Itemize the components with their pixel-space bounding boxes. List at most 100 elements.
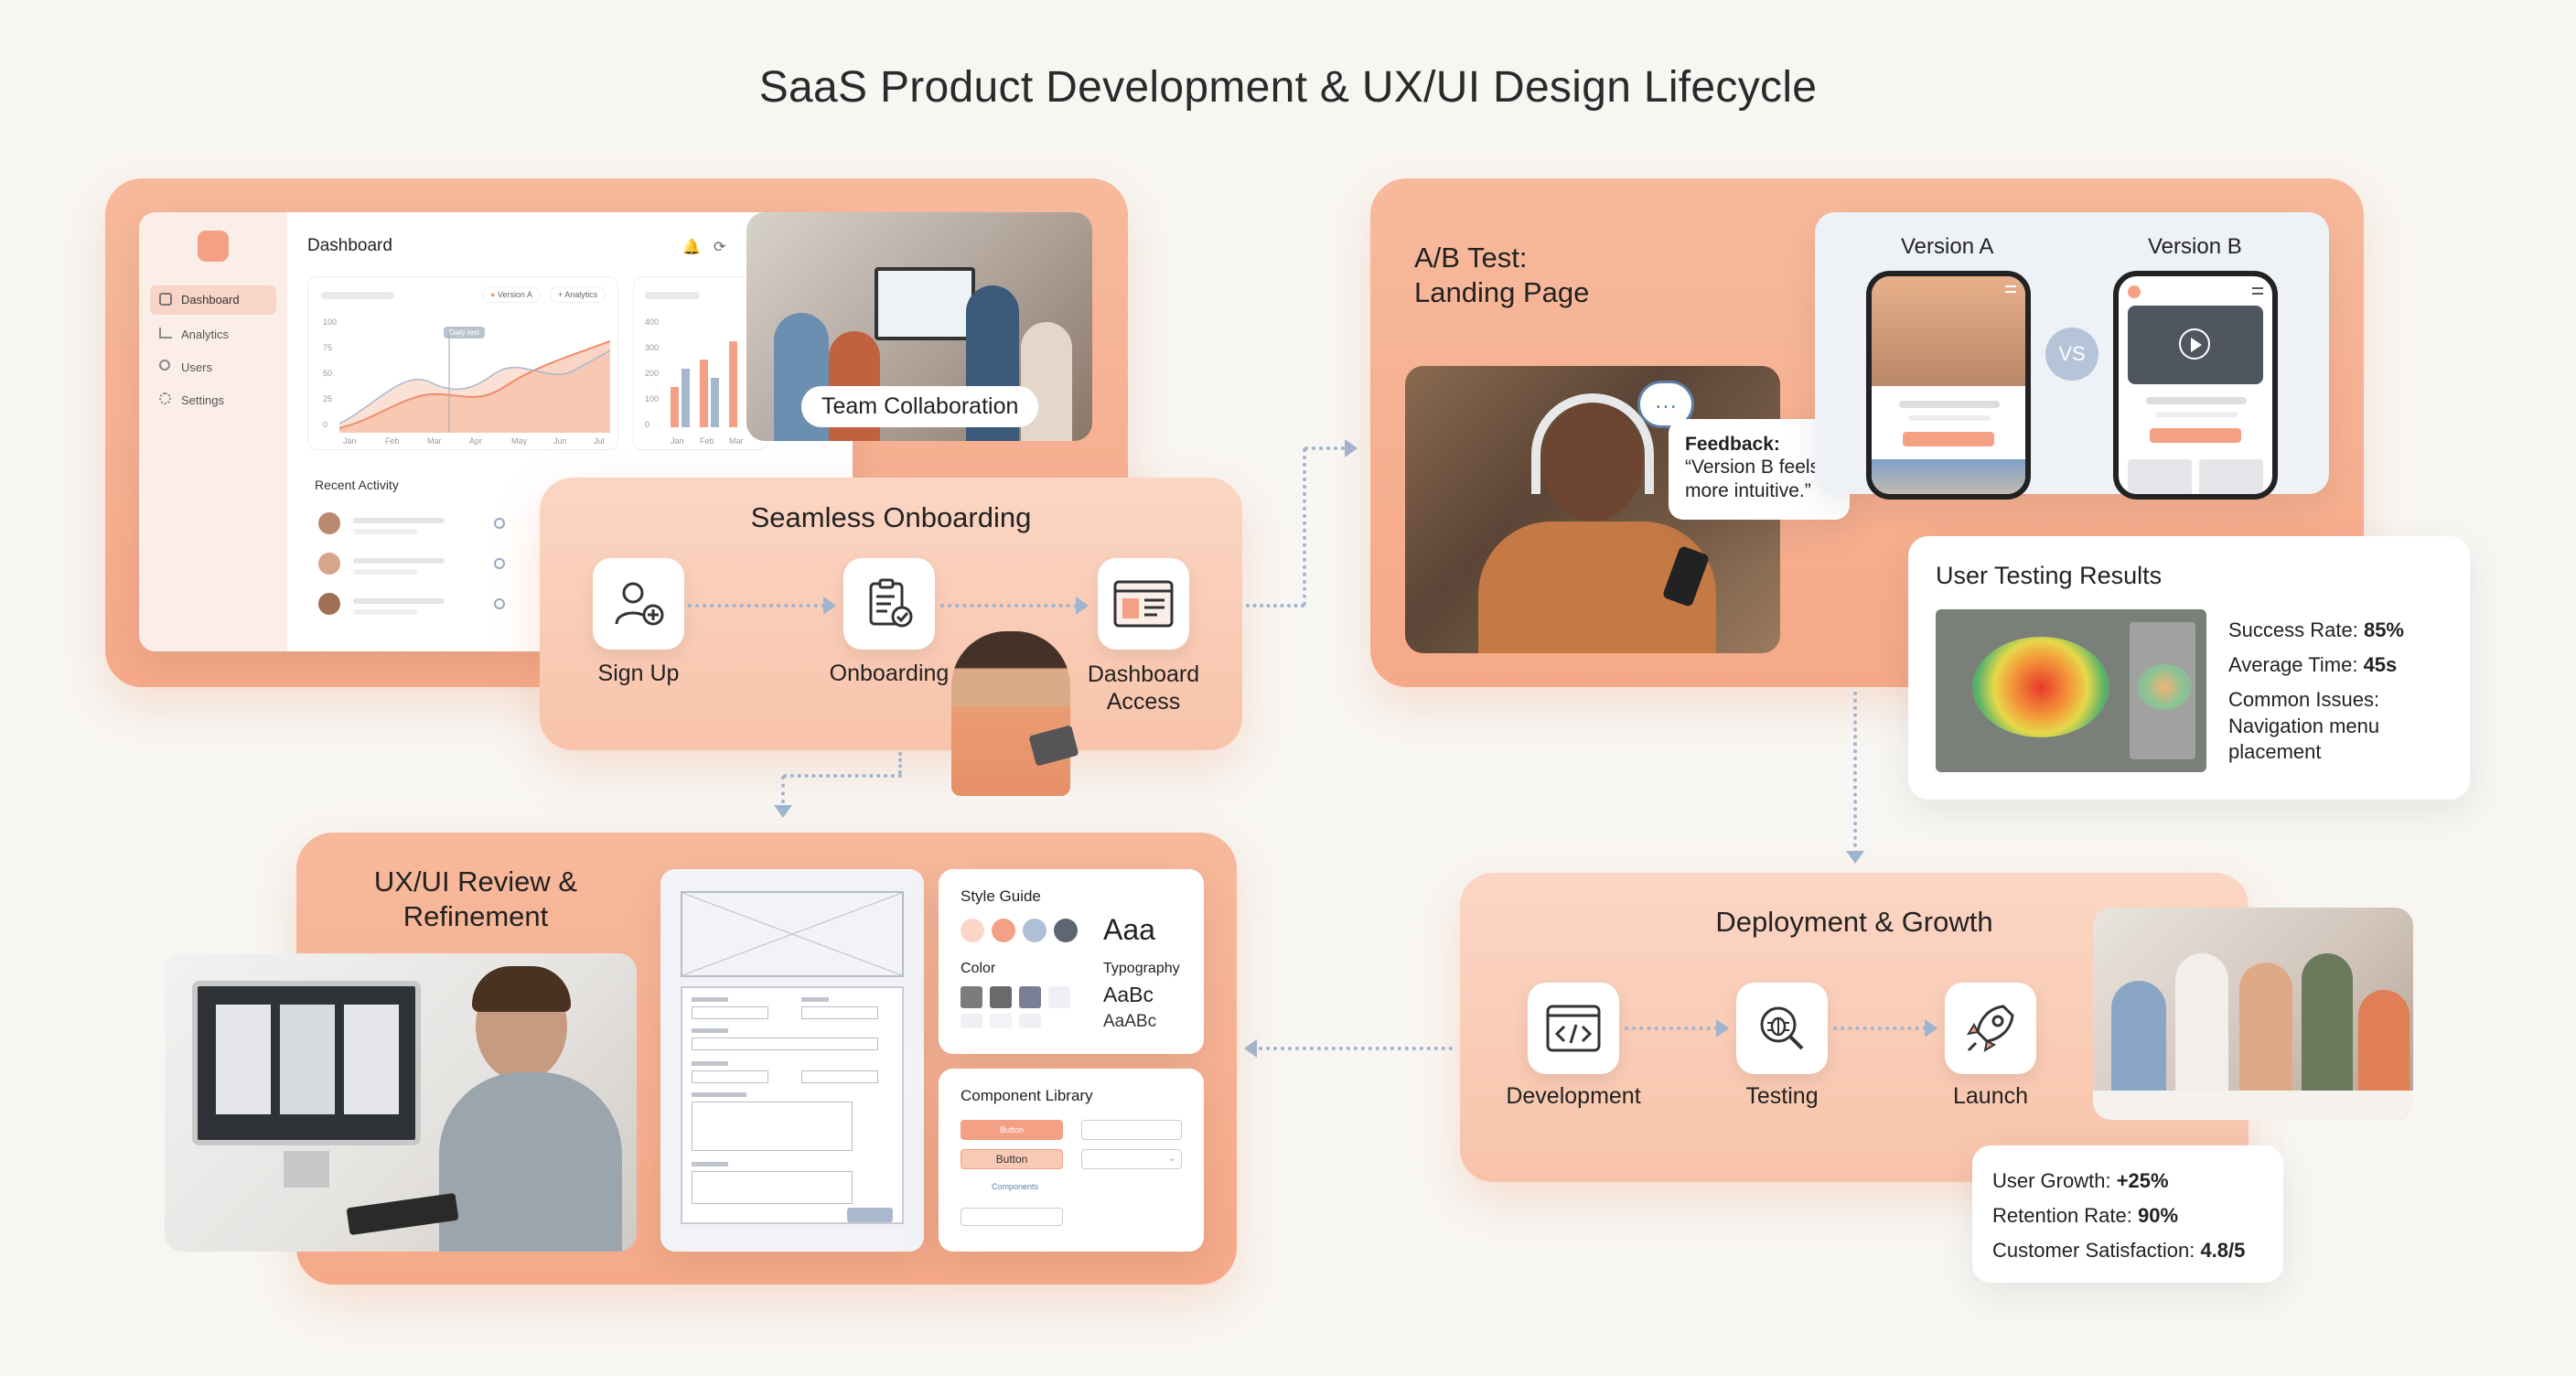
ab-test-title-line2: Landing Page	[1414, 276, 1590, 308]
page-title: SaaS Product Development & UX/UI Design …	[758, 63, 1818, 112]
play-triangle	[2191, 338, 2202, 352]
testing-tile[interactable]	[1736, 983, 1828, 1074]
user-testing-title: User Testing Results	[1936, 562, 2163, 589]
color-swatch	[961, 1014, 982, 1028]
sample-button-secondary[interactable]: Button	[961, 1149, 1063, 1169]
y-tick: 0	[645, 420, 650, 429]
heatmap-panel	[2130, 622, 2195, 759]
play-icon[interactable]	[2179, 328, 2210, 360]
dashboard-sidebar: Dashboard Analytics Users Settings	[139, 212, 287, 651]
launch-tile[interactable]	[1945, 983, 2036, 1074]
avatar	[318, 593, 340, 615]
plus-icon: +	[558, 290, 565, 299]
select-field[interactable]	[692, 1070, 768, 1083]
color-swatch	[961, 919, 984, 942]
placeholder-bar	[321, 292, 394, 299]
bell-icon[interactable]: 🔔	[682, 240, 701, 255]
refresh-icon[interactable]: ⟳	[714, 240, 726, 255]
browser-window-icon	[1113, 580, 1174, 628]
user-testing-card: User Testing Results Success Rate: 85% A…	[1908, 536, 2470, 800]
chart-line-icon	[159, 328, 172, 339]
placeholder-bar	[353, 609, 417, 615]
logo-dot	[2128, 285, 2141, 298]
metric-user-growth: User Growth: +25%	[1992, 1169, 2169, 1193]
placeholder-bar	[353, 518, 445, 523]
monitor-stand	[284, 1151, 329, 1188]
sample-select[interactable]: ⌄	[1081, 1149, 1182, 1169]
avatar	[318, 512, 340, 534]
review-title-line2: Refinement	[402, 900, 549, 932]
typography-label: Typography	[1103, 961, 1180, 976]
connector-line	[940, 604, 1078, 607]
onboarding-title: Seamless Onboarding	[750, 501, 1032, 533]
code-window-icon	[1546, 1005, 1601, 1052]
wireframe-image-placeholder	[681, 891, 904, 977]
components-link[interactable]: Components	[992, 1182, 1039, 1191]
line-series-1	[339, 340, 610, 429]
ab-test-title-line1: A/B Test:	[1414, 242, 1528, 274]
feedback-quote: “Version B feels more intuitive.”	[1685, 457, 1820, 501]
users-icon	[494, 598, 505, 609]
sidebar-item-settings[interactable]: Settings	[150, 386, 276, 415]
sample-button-primary[interactable]: Button	[961, 1120, 1063, 1140]
metric-value: 85%	[2363, 618, 2404, 641]
bar	[700, 360, 708, 427]
sign-up-tile[interactable]	[593, 558, 684, 650]
cta-button[interactable]	[1903, 432, 1994, 446]
chip-label: Version A	[497, 290, 532, 299]
arrow-right-icon	[1925, 1019, 1937, 1037]
y-tick: 75	[323, 343, 333, 352]
feedback-label: Feedback:	[1685, 434, 1780, 455]
arrow-right-icon	[823, 597, 836, 615]
users-icon	[494, 558, 505, 569]
component-library-title: Component Library	[961, 1087, 1093, 1104]
style-guide-title: Style Guide	[961, 887, 1041, 905]
deployment-title: Deployment & Growth	[1715, 906, 1993, 938]
step-label-dashboard-access: Dashboard Access	[1087, 661, 1200, 715]
select-field[interactable]	[801, 1070, 878, 1083]
form-field[interactable]	[692, 1006, 768, 1019]
line-series-2	[339, 349, 610, 425]
component-library-card: Component Library Button Button ⌄ Compon…	[939, 1069, 1204, 1252]
cta-button[interactable]	[2150, 428, 2241, 443]
textarea-field[interactable]	[692, 1171, 853, 1204]
review-title-line1: UX/UI Review &	[373, 865, 578, 898]
bar-chart-card: 400 300 200 100 0 Jan Feb Mar	[633, 276, 768, 450]
color-swatch	[1023, 919, 1046, 942]
sidebar-item-users[interactable]: Users	[150, 353, 276, 382]
sample-text-input[interactable]	[1081, 1120, 1182, 1140]
form-field[interactable]	[692, 1037, 878, 1050]
bug-search-icon	[1760, 1006, 1804, 1050]
sample-input-small[interactable]	[961, 1208, 1063, 1226]
tile-placeholder	[2128, 459, 2192, 494]
form-field[interactable]	[801, 1006, 878, 1019]
y-tick: 300	[645, 343, 660, 352]
dashboard-access-tile[interactable]	[1098, 558, 1189, 650]
placeholder-bar	[353, 598, 445, 604]
metric-retention-rate: Retention Rate: 90%	[1992, 1204, 2178, 1228]
video-player[interactable]	[2128, 306, 2263, 384]
submit-button[interactable]	[847, 1208, 893, 1222]
vs-badge: VS	[2045, 328, 2098, 381]
x-tick: Apr	[469, 436, 483, 446]
metric-label: Retention Rate:	[1992, 1204, 2138, 1227]
sidebar-item-analytics[interactable]: Analytics	[150, 320, 276, 349]
chart-tooltip: Daily test	[444, 327, 485, 339]
onboarding-tile[interactable]	[843, 558, 935, 650]
metric-label: Average Time:	[2228, 653, 2364, 676]
arrow-down-icon	[774, 805, 792, 818]
sidebar-item-dashboard[interactable]: Dashboard	[150, 285, 276, 315]
placeholder-bar	[1908, 415, 1991, 421]
area-series-1	[339, 341, 610, 433]
card-image	[1872, 459, 2025, 494]
sidebar-item-label: Analytics	[181, 328, 230, 341]
field-label-placeholder	[692, 1061, 728, 1066]
wireframe-card	[660, 869, 924, 1252]
development-tile[interactable]	[1528, 983, 1619, 1074]
y-tick: 50	[323, 369, 333, 378]
chip-version-a[interactable]: ● Version A	[482, 286, 541, 303]
textarea-field[interactable]	[692, 1102, 853, 1151]
line-chart-card: ● Version A + Analytics 100 75 50 25 0 D…	[307, 276, 618, 450]
chip-analytics[interactable]: + Analytics	[550, 286, 606, 303]
color-swatch	[992, 919, 1015, 942]
